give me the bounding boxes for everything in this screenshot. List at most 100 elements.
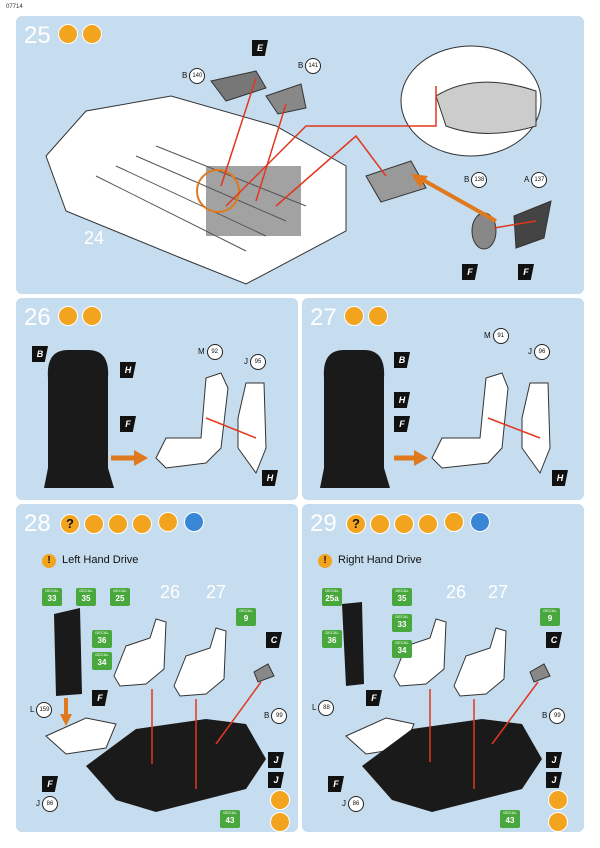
color-flag-f: F (328, 776, 344, 792)
drive-heading: ! Left Hand Drive (42, 554, 138, 568)
glue-icon (84, 514, 104, 534)
color-flag-b: B (32, 346, 48, 362)
color-flag-j: J (268, 772, 284, 788)
step-25-drawing (45, 45, 552, 285)
glue-icon (370, 514, 390, 534)
color-flag-c: C (546, 632, 562, 648)
color-flag-f: F (92, 690, 108, 706)
color-flag-b: B (394, 352, 410, 368)
step-number: 25 (24, 22, 51, 49)
part-number: 141 (305, 58, 322, 74)
color-flag-f: F (120, 416, 136, 432)
seat-part-label: 26 (446, 582, 467, 602)
step-number: 29 (310, 510, 337, 537)
step-26-drawing (44, 350, 267, 488)
part-number: 140 (189, 68, 206, 84)
color-flag-j: J (546, 772, 562, 788)
decal-star-icon (158, 512, 178, 532)
seat-part-label: 27 (206, 582, 227, 602)
sprue-letter: M (484, 331, 491, 341)
sprue-letter: J (36, 799, 40, 809)
paint-brush-icon (418, 514, 438, 534)
color-flag-h: H (120, 362, 136, 378)
glue-icon (58, 306, 78, 326)
color-flag-h: H (394, 392, 410, 408)
color-flag-h: H (262, 470, 278, 486)
step-28-drawing (45, 608, 275, 812)
question-icon: ? (60, 514, 80, 534)
part-number: 88 (318, 700, 335, 716)
color-flag-e: E (252, 40, 268, 56)
part-number: 96 (534, 344, 550, 360)
arrow-redo-icon (548, 812, 568, 832)
paint-brush-icon (368, 306, 388, 326)
sprue-letter: A (524, 175, 530, 185)
arrow-redo-icon (270, 790, 290, 810)
color-flag-j: J (546, 752, 562, 768)
step-number: 28 (24, 510, 51, 537)
drive-label: Left Hand Drive (62, 554, 139, 566)
color-flag-f: F (42, 776, 58, 792)
part-number: 138 (471, 172, 488, 188)
color-flag-f: F (462, 264, 478, 280)
sprue-letter: J (342, 799, 346, 809)
sprue-letter: B (298, 61, 304, 71)
sprue-letter: L (312, 703, 317, 713)
sprue-letter: B (542, 711, 548, 721)
sprue-letter: M (198, 347, 205, 357)
part-number: 99 (549, 708, 566, 724)
color-flag-h: H (552, 470, 568, 486)
part-number: 159 (36, 702, 53, 718)
part-number: 99 (271, 708, 288, 724)
part-number: 95 (250, 354, 266, 370)
arrow-redo-icon (270, 812, 290, 832)
paint-brush-icon (82, 306, 102, 326)
paint-brush-icon (108, 514, 128, 534)
color-flag-f: F (518, 264, 534, 280)
color-flag-f: F (394, 416, 410, 432)
step-number: 27 (310, 304, 337, 331)
sprue-letter: L (30, 705, 35, 715)
sprue-letter: J (528, 347, 532, 357)
part-number: 137 (531, 172, 548, 188)
drive-label: Right Hand Drive (338, 554, 422, 566)
seat-part-label: 27 (488, 582, 509, 602)
sprue-letter: J (244, 357, 248, 367)
kit-code: 07714 (6, 4, 23, 10)
step-27-drawing (320, 350, 551, 488)
seat-part-label: 26 (160, 582, 181, 602)
part-number: 91 (492, 328, 509, 344)
color-flag-j: J (268, 752, 284, 768)
warning-icon: ! (42, 554, 56, 568)
paint-brush-icon (132, 514, 152, 534)
reference-part-label: 24 (84, 228, 105, 248)
part-number: 86 (42, 796, 58, 812)
question-icon: ? (346, 514, 366, 534)
sprue-letter: B (464, 175, 470, 185)
water-decal-icon (184, 512, 204, 532)
paint-brush-icon (394, 514, 414, 534)
color-flag-c: C (266, 632, 282, 648)
